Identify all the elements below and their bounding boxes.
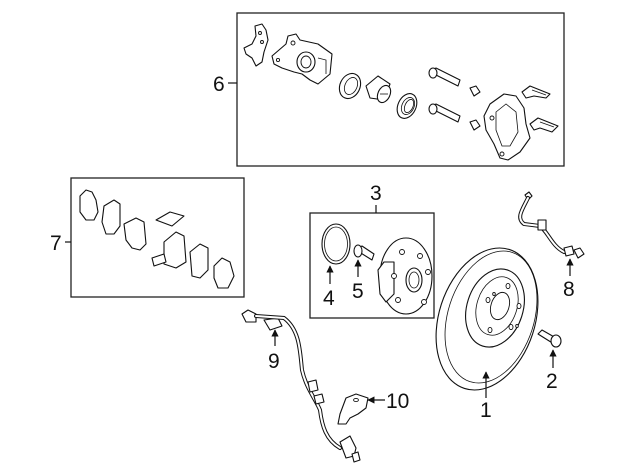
pad-outer-right-icon (189, 243, 209, 279)
callout-9-label[interactable]: 9 (268, 350, 280, 373)
brake-pads-box (70, 177, 245, 298)
wheel-stud-icon (353, 244, 375, 261)
callout-7-label[interactable]: 7 (50, 232, 62, 255)
shim-outer-right-icon (213, 257, 235, 289)
pad-inner-icon (163, 231, 187, 269)
rotor-screw-group[interactable]: 2 (537, 329, 562, 393)
abs-sensor-group[interactable]: 9 (241, 309, 361, 463)
caliper-body-icon (271, 33, 333, 85)
hub-assembly-group[interactable]: 3 4 5 (309, 182, 435, 319)
bushing-lower-icon (469, 119, 481, 131)
caliper-box (236, 12, 565, 167)
bushing-upper-icon (469, 85, 481, 97)
guide-pin-upper-icon (428, 67, 461, 87)
callout-3-label[interactable]: 3 (370, 182, 382, 205)
callout-4-label[interactable]: 4 (323, 287, 335, 310)
callout-1-label[interactable]: 1 (480, 399, 492, 422)
callout-8-label[interactable]: 8 (563, 278, 575, 301)
sensor-bracket-icon (337, 393, 369, 425)
brake-rotor-group[interactable]: 1 (419, 235, 555, 422)
brake-hose-group[interactable]: 8 (518, 191, 585, 301)
rotor-screw-icon (537, 329, 562, 348)
abs-sensor-icon (241, 309, 361, 463)
callout-6-label[interactable]: 6 (213, 73, 225, 96)
o-ring-icon (321, 223, 351, 265)
callout-2-label[interactable]: 2 (546, 370, 558, 393)
pad-spring-icon (151, 253, 167, 267)
pad-clip-lower-icon (529, 117, 559, 133)
caliper-bracket-icon (243, 23, 269, 67)
sensor-bracket-group[interactable]: 10 (337, 390, 409, 425)
guide-pin-lower-icon (428, 103, 461, 123)
caliper-assembly-group[interactable]: 6 (213, 12, 565, 167)
pad-backing-plate-icon (123, 217, 147, 251)
callout-5-label[interactable]: 5 (352, 280, 364, 303)
callout-10-label[interactable]: 10 (386, 390, 409, 413)
caliper-carrier-icon (483, 93, 531, 161)
pad-outer-left-icon (101, 199, 121, 235)
piston-icon (365, 75, 392, 104)
hub-box (309, 212, 435, 319)
brake-hose-icon (518, 191, 585, 259)
dust-boot-icon (396, 93, 418, 119)
wear-indicator-icon (155, 211, 185, 227)
shim-outer-left-icon (79, 189, 99, 221)
brake-rotor-icon (435, 247, 539, 391)
brake-pads-group[interactable]: 7 (50, 177, 245, 298)
hub-bearing-icon (377, 237, 433, 315)
pad-clip-upper-icon (521, 85, 551, 99)
piston-seal-icon (338, 72, 362, 100)
